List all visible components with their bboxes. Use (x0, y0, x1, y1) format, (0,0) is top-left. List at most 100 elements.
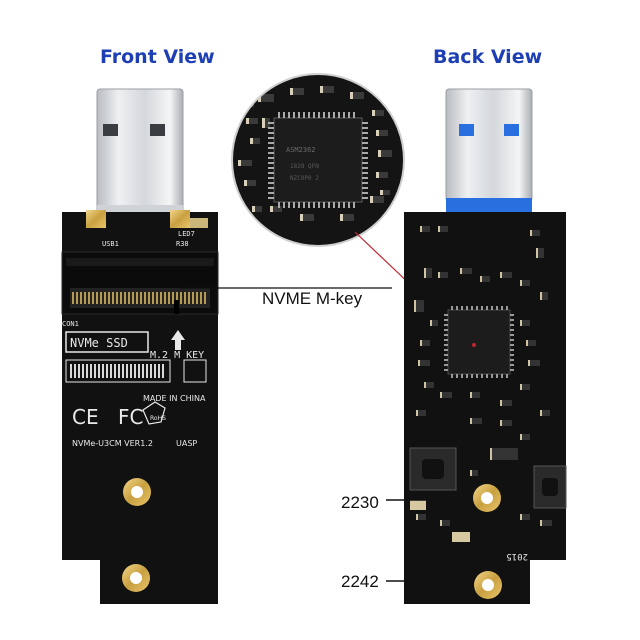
edge-pad (150, 364, 152, 378)
connector-pin (120, 292, 122, 304)
smd-component (378, 150, 392, 157)
chip-pin (444, 344, 448, 346)
chip-pin (362, 162, 368, 164)
smd-component (520, 320, 530, 326)
chip-pin (362, 132, 368, 134)
smd-component (424, 268, 432, 278)
smd-component (340, 214, 354, 221)
back-view-title: Back View (433, 46, 543, 68)
edge-pad (102, 364, 104, 378)
chip-pin (510, 354, 514, 356)
chip-pin (268, 147, 274, 149)
smd-pad (270, 206, 273, 212)
smd-pad (540, 410, 542, 416)
smd-component (424, 382, 434, 388)
model-text: NVMe-U3CM VER1.2 (72, 439, 153, 448)
chip-pin (362, 197, 368, 199)
chip-pin (471, 306, 473, 310)
chip-pin (362, 187, 368, 189)
chip-pin (496, 374, 498, 378)
edge-pad (106, 364, 108, 378)
chip-pin (268, 157, 274, 159)
edge-pad (138, 364, 140, 378)
smd-pad (376, 130, 379, 136)
connector-pin (100, 292, 102, 304)
smd-pad (300, 214, 303, 221)
smd-pad (380, 190, 383, 195)
size-2230-label: 2230 (341, 493, 379, 512)
smd-pad (470, 418, 472, 424)
smd-component (540, 520, 552, 526)
connector-pin (160, 292, 162, 304)
edge-pad (74, 364, 76, 378)
chip-pin (444, 369, 448, 371)
smd-pad (540, 292, 542, 300)
smd-pad (372, 110, 375, 116)
smd-component (320, 86, 334, 93)
smd-component (438, 226, 448, 232)
connector-pin (188, 292, 190, 304)
chip-pin (362, 122, 368, 124)
smd-component (520, 384, 530, 390)
chip-pin (318, 112, 320, 118)
smd-component (470, 418, 482, 424)
smd-component (246, 118, 258, 124)
connector-pin (172, 292, 174, 304)
smd-pad (416, 514, 418, 520)
smd-pad (520, 434, 522, 440)
smd-component (420, 340, 430, 346)
chip-pin (510, 324, 514, 326)
connector-pin (108, 292, 110, 304)
smd-component (238, 160, 252, 166)
smd-component (420, 226, 430, 232)
chip-pin (486, 306, 488, 310)
connector-pin (96, 292, 98, 304)
smd-component (490, 448, 518, 460)
chip-pin (362, 177, 368, 179)
nvme-ssd-box (65, 331, 149, 353)
connector-pin (204, 292, 206, 304)
edge-pad (98, 364, 100, 378)
smd-pad (340, 214, 343, 221)
connector-pin (164, 292, 166, 304)
smd-component (440, 520, 450, 526)
chip-pin (353, 112, 355, 118)
chip-pin (506, 306, 508, 310)
chip-pin (268, 142, 274, 144)
con1-label: CON1 (62, 320, 79, 328)
chip-pin (510, 344, 514, 346)
chip-pin (362, 172, 368, 174)
smd-pad (520, 320, 522, 326)
smd-component (376, 172, 388, 178)
usb-plug-hole (150, 124, 165, 136)
smd-component (500, 272, 512, 278)
edge-pad (122, 364, 124, 378)
chip-pin (268, 137, 274, 139)
chip-pin (293, 202, 295, 208)
edge-pad (114, 364, 116, 378)
chip-pin (496, 306, 498, 310)
chip-pin (451, 374, 453, 378)
front-view-title: Front View (100, 46, 215, 68)
chip-pin (278, 112, 280, 118)
edge-pad (82, 364, 84, 378)
smd-component (290, 88, 304, 95)
nvme-ssd-text: NVMe SSD (70, 336, 128, 350)
smd-component (350, 92, 364, 99)
usb1-label: USB1 (102, 240, 119, 248)
chip-pin (313, 112, 315, 118)
led7-label: LED7 (178, 230, 195, 238)
chip-pin (491, 306, 493, 310)
edge-pad (86, 364, 88, 378)
smd-pad (320, 86, 323, 93)
chip-pin (283, 112, 285, 118)
usb-plug-hole (459, 124, 474, 136)
chip-pin (283, 202, 285, 208)
chip-pin (268, 152, 274, 154)
smd-component (520, 514, 530, 520)
chip-pin (328, 112, 330, 118)
chip-pin (471, 374, 473, 378)
chip-pin (362, 157, 368, 159)
svg-text:1828 QFN: 1828 QFN (290, 163, 319, 170)
m2-connector (61, 251, 219, 315)
